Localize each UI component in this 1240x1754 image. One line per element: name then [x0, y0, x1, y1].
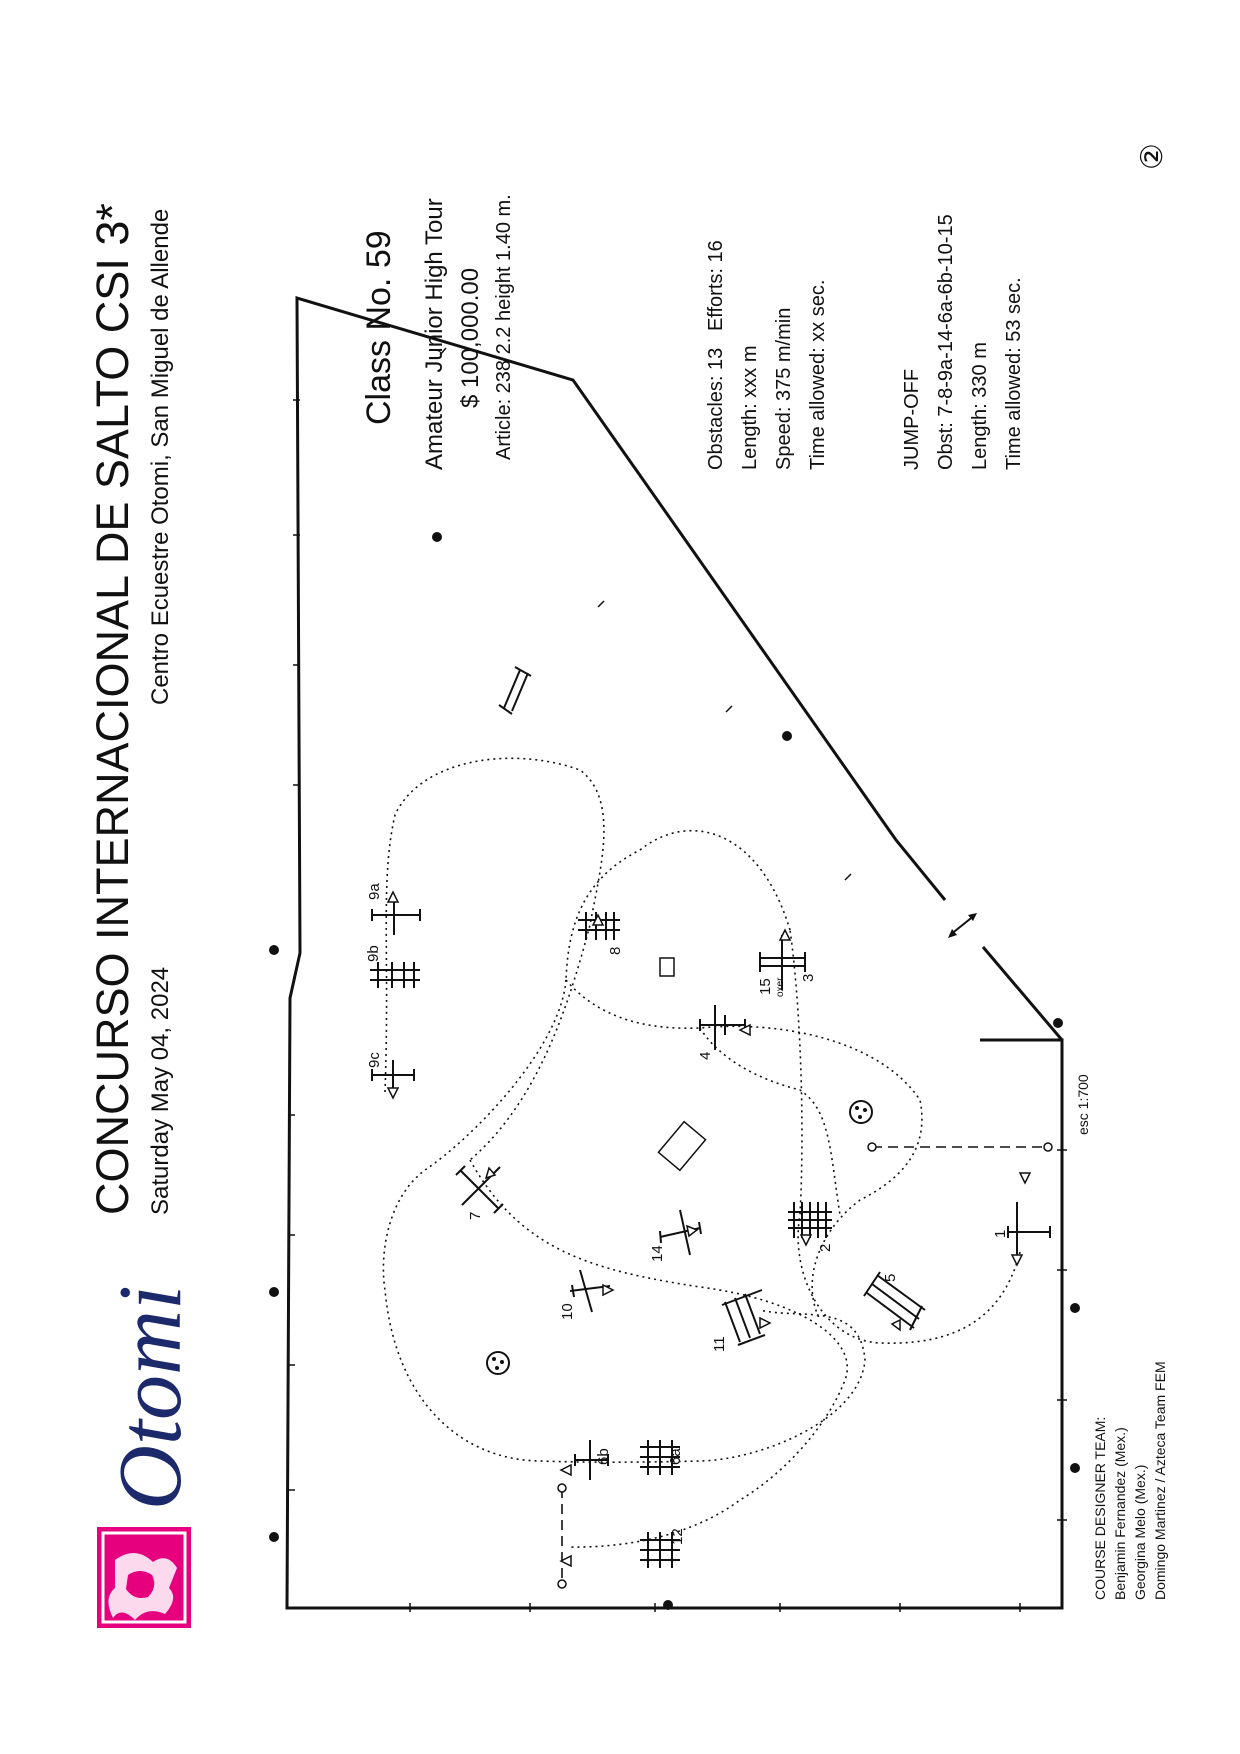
entrance-arrow — [948, 913, 977, 938]
course-track — [382, 757, 1021, 1548]
label-6b: 6b — [595, 1448, 612, 1465]
obstacle-6b — [574, 1440, 609, 1480]
obstacle-6a — [640, 1440, 680, 1475]
flower-pot-icon — [849, 1100, 873, 1124]
obstacles — [370, 666, 1051, 1568]
obstacle-9c — [371, 1060, 415, 1090]
judges-marker — [659, 957, 675, 977]
border-ticks — [288, 347, 1067, 1612]
direction-arrows — [386, 890, 1032, 1568]
outside-markers — [269, 532, 1080, 1610]
label-1: 1 — [992, 1230, 1009, 1238]
obstacle-12 — [640, 1532, 680, 1568]
start-finish-posts — [557, 1142, 1053, 1589]
label-6a: 6a — [667, 1448, 684, 1465]
obstacle-7 — [455, 1165, 504, 1214]
obstacle-labels: 1 2 3 15 oxer 4 5 6a 6b 7 8 9a 9b 9c 10 … — [365, 883, 1009, 1545]
class-name: Amateur Junior High Tour — [421, 198, 448, 470]
designer-member: Benjamin Fernandez (Mex.) — [1112, 1427, 1128, 1600]
otomi-logo — [97, 1527, 191, 1628]
label-2: 2 — [817, 1244, 834, 1252]
obstacle-9a — [371, 900, 421, 935]
stat-time: Time allowed: xx sec. — [807, 280, 829, 470]
stat-obstacles: Obstacles: 13 Efforts: 16 — [705, 240, 727, 470]
jumpoff-length: Length: 330 m — [969, 342, 991, 470]
label-10: 10 — [559, 1303, 576, 1320]
spare-fence — [498, 666, 532, 715]
obstacle-1 — [1007, 1202, 1051, 1262]
arena-box — [657, 1120, 707, 1172]
designer-member: Georgina Melo (Mex.) — [1132, 1465, 1148, 1600]
arena-outline — [285, 295, 1064, 1610]
scale-label: esc 1:700 — [1075, 1074, 1091, 1135]
designer-team-title: COURSE DESIGNER TEAM: — [1092, 1417, 1108, 1600]
label-12: 12 — [669, 1528, 686, 1545]
jumpoff-time: Time allowed: 53 sec. — [1003, 277, 1025, 470]
obstacle-3 — [759, 935, 806, 990]
obstacle-2 — [788, 1202, 832, 1238]
label-8: 8 — [607, 947, 624, 955]
event-title: CONCURSO INTERNACIONAL DE SALTO CSI 3* — [87, 203, 138, 1215]
label-14: 14 — [649, 1245, 666, 1262]
label-5: 5 — [882, 1274, 899, 1282]
obstacle-9b — [370, 962, 420, 988]
class-prize: $ 100,000.00 — [457, 268, 484, 408]
label-11: 11 — [711, 1336, 728, 1352]
class-article: Article: 238 2.2 height 1.40 m. — [493, 194, 515, 460]
flower-pot-icon — [486, 1351, 510, 1375]
obstacle-11 — [721, 1289, 766, 1346]
jumpoff-title: JUMP-OFF — [901, 369, 923, 470]
stat-speed: Speed: 375 m/min — [773, 308, 795, 470]
label-9a: 9a — [366, 883, 383, 900]
obstacle-4 — [699, 1005, 746, 1050]
stat-length: Length: xxx m — [739, 345, 761, 470]
label-4: 4 — [697, 1052, 714, 1060]
label-9c: 9c — [366, 1052, 383, 1068]
start-finish-lines — [561, 1146, 1048, 1584]
label-15-oxer: oxer — [775, 977, 786, 997]
jumpoff-obstacles: Obst: 7-8-9a-14-6a-6b-10-15 — [935, 214, 957, 470]
event-date: Saturday May 04, 2024 — [147, 967, 174, 1215]
label-7: 7 — [467, 1212, 484, 1220]
label-9b: 9b — [365, 945, 382, 962]
page-number: ② — [1136, 143, 1169, 170]
otomi-logo-text: Otomi — [101, 1285, 200, 1510]
label-3: 3 — [800, 974, 817, 982]
label-15: 15 — [757, 978, 774, 995]
designer-member: Domingo Martinez / Azteca Team FEM — [1152, 1361, 1168, 1600]
event-venue: Centro Ecuestre Otomi, San Miguel de All… — [147, 209, 174, 705]
obstacle-5 — [863, 1271, 926, 1331]
